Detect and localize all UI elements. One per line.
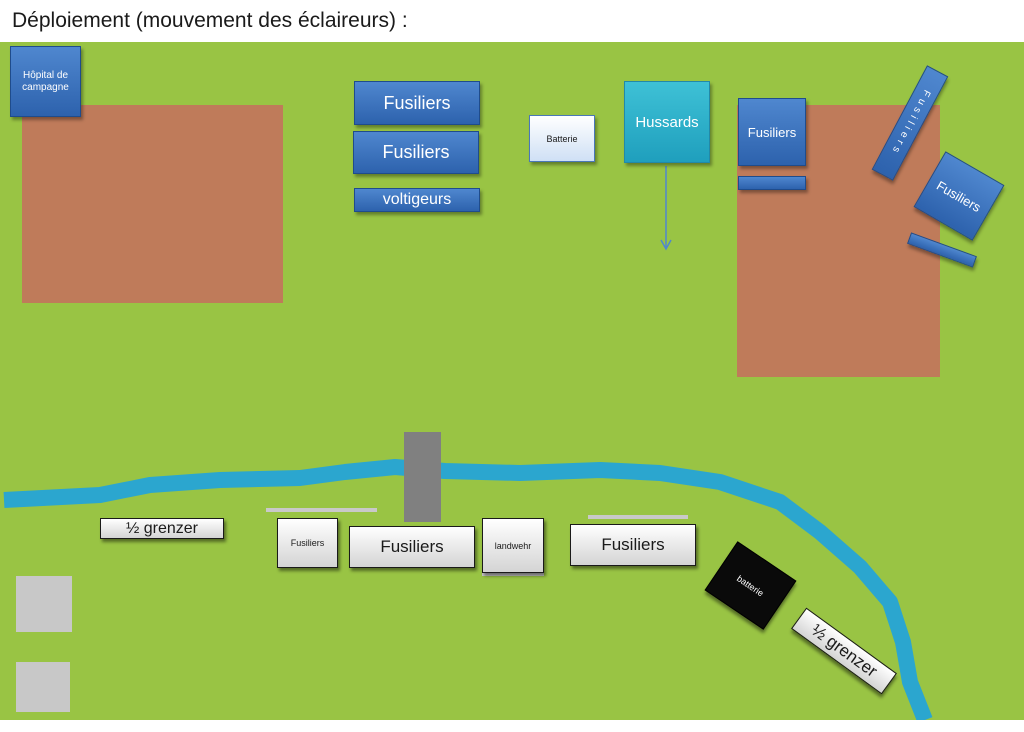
fusiliers-unit: Fusiliers [354, 81, 480, 125]
battlefield: Hôpital de campagne Fusiliers Fusiliers … [0, 42, 1024, 720]
grey-marker [16, 662, 70, 712]
farm-field-left [22, 105, 283, 303]
fusiliers-unit: Fusiliers [738, 98, 806, 166]
unit-line-marker [266, 508, 377, 512]
grenzer-unit: ½ grenzer [100, 518, 224, 539]
hussards-unit: Hussards [624, 81, 710, 163]
landwehr-unit: landwehr [482, 518, 544, 573]
fusiliers-unit: Fusiliers [349, 526, 475, 568]
batterie-unit: Batterie [529, 115, 595, 162]
river [3, 166, 933, 720]
movement-arrow-head [660, 239, 672, 251]
grey-marker [16, 576, 72, 632]
bridge [404, 432, 441, 522]
fusiliers-unit-rear [738, 176, 806, 190]
unit-line-marker [482, 572, 544, 576]
fusiliers-unit: Fusiliers [570, 524, 696, 566]
fusiliers-unit: Fusiliers [353, 131, 479, 174]
fusiliers-unit: Fusiliers [277, 518, 338, 568]
voltigeurs-unit: voltigeurs [354, 188, 480, 212]
unit-line-marker [588, 515, 688, 519]
river-path [3, 459, 933, 720]
hospital-unit: Hôpital de campagne [10, 46, 81, 117]
page-title: Déploiement (mouvement des éclaireurs) : [12, 9, 408, 32]
